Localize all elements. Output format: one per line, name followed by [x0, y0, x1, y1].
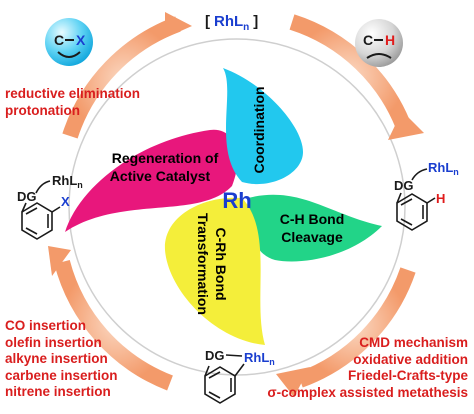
arrow-bottom-right [297, 267, 416, 388]
cycle-arrows [54, 14, 416, 391]
text-friedel-crafts: Friedel-Crafts-type [347, 368, 468, 383]
bottom-rh-n: n [269, 357, 275, 367]
bottom-ring-double-3 [208, 391, 221, 399]
petal-cleavage-label-1: C-H Bond [280, 211, 345, 227]
face-happy-smile [57, 51, 81, 58]
left-bond-dg-rh [35, 180, 51, 194]
text-oxidative-addition: oxidative addition [353, 351, 468, 367]
left-rh-n: n [77, 180, 83, 190]
petal-coordination [223, 68, 303, 185]
left-rh-label: RhLn [52, 173, 83, 190]
face-happy-circle [45, 18, 93, 66]
right-rh-label: RhLn [428, 160, 459, 177]
face-happy-c: C [54, 32, 64, 48]
right-ring-double-3 [400, 218, 413, 226]
bottom-ring-double-1 [208, 371, 221, 379]
text-cmd-mechanism: CMD mechanism [359, 335, 468, 350]
right-bond-ring-h [426, 197, 436, 204]
petal-transformation [164, 197, 265, 345]
right-bond-dg-rh [411, 168, 428, 181]
catalyst-n: n [243, 22, 249, 33]
text-reductive-elimination: reductive elimination [5, 86, 141, 101]
left-bond-ring-x [51, 206, 61, 213]
bottom-benzene-ring [204, 366, 236, 404]
catalyst-bracket-open: [ [205, 13, 210, 30]
catalyst-label: [RhLn] [205, 13, 258, 33]
face-sad-c: C [363, 32, 373, 48]
cycle-guide-circle [68, 38, 406, 376]
left-dg-label: DG [17, 189, 37, 204]
petal-regeneration-label-1: Regeneration of [112, 150, 219, 166]
right-bond-ring-dg [396, 192, 402, 204]
petal-regeneration-label-2: Active Catalyst [110, 168, 211, 184]
right-dg-label: DG [394, 178, 414, 193]
cycle-arrowheads [48, 12, 424, 397]
face-sad-circle [355, 19, 403, 67]
text-nitrene-insertion: nitrene insertion [5, 384, 111, 399]
right-h-label: H [436, 191, 445, 206]
face-sad-h: H [385, 32, 395, 48]
left-benzene-ring [21, 202, 53, 240]
arrow-bottom-left [54, 259, 173, 391]
arrowhead-top-left [165, 12, 192, 38]
arrowhead-bottom-left [48, 246, 71, 276]
arrowhead-bottom-right [276, 367, 310, 397]
text-co-insertion: CO insertion [5, 318, 87, 333]
left-x-label: X [61, 194, 70, 209]
left-bond-ring-dg [21, 202, 27, 213]
right-bottom-text: CMD mechanism oxidative addition Friedel… [267, 335, 468, 401]
text-alkyne-insertion: alkyne insertion [5, 351, 108, 366]
bottom-rh: RhL [244, 350, 269, 365]
face-sad-ch: C H [355, 19, 403, 67]
left-top-text: reductive elimination protonation [5, 86, 140, 119]
left-bottom-text: CO insertion olefin insertion alkyne ins… [5, 318, 118, 401]
catalyst-rh: RhL [214, 13, 243, 30]
left-rh: RhL [52, 173, 77, 188]
arrowhead-top-right [388, 111, 424, 140]
center-rh-label: Rh [222, 188, 251, 213]
right-ring-double-1 [400, 198, 413, 206]
right-benzene-ring [396, 193, 428, 231]
right-rh-n: n [453, 167, 459, 177]
right-molecule [396, 168, 436, 231]
text-sigma-complex: σ-complex assisted metathesis [267, 384, 468, 400]
right-rh: RhL [428, 160, 453, 175]
face-happy-cx: C X [45, 18, 93, 66]
left-molecule [21, 180, 61, 240]
petal-cleavage [247, 194, 382, 262]
petal-cleavage-label-2: Cleavage [281, 229, 343, 245]
text-protonation: protonation [5, 102, 80, 118]
face-happy-x: X [76, 32, 86, 48]
text-olefin-insertion: olefin insertion [5, 334, 102, 350]
bottom-rh-label: RhLn [244, 350, 275, 367]
left-ring-double-3 [25, 227, 38, 235]
petal-transformation-label-1: C-Rh Bond [213, 227, 229, 300]
petal-coordination-label: Coordination [251, 86, 267, 173]
petal-regeneration [65, 129, 238, 232]
arrow-top-right [289, 14, 413, 133]
left-ring-double-1 [25, 207, 38, 215]
text-carbene-insertion: carbene insertion [5, 367, 118, 383]
face-sad-frown [366, 53, 392, 59]
bottom-bond-ring-rh [234, 363, 245, 377]
petal-transformation-label-2: Transformation [195, 213, 211, 315]
bottom-molecule [204, 354, 245, 404]
bottom-bond-ring-dg [204, 365, 210, 377]
arrow-top-left [62, 16, 181, 139]
bottom-bond-dg-rh [225, 354, 243, 357]
bottom-dg-label: DG [205, 348, 225, 363]
catalyst-bracket-close: ] [253, 13, 258, 30]
